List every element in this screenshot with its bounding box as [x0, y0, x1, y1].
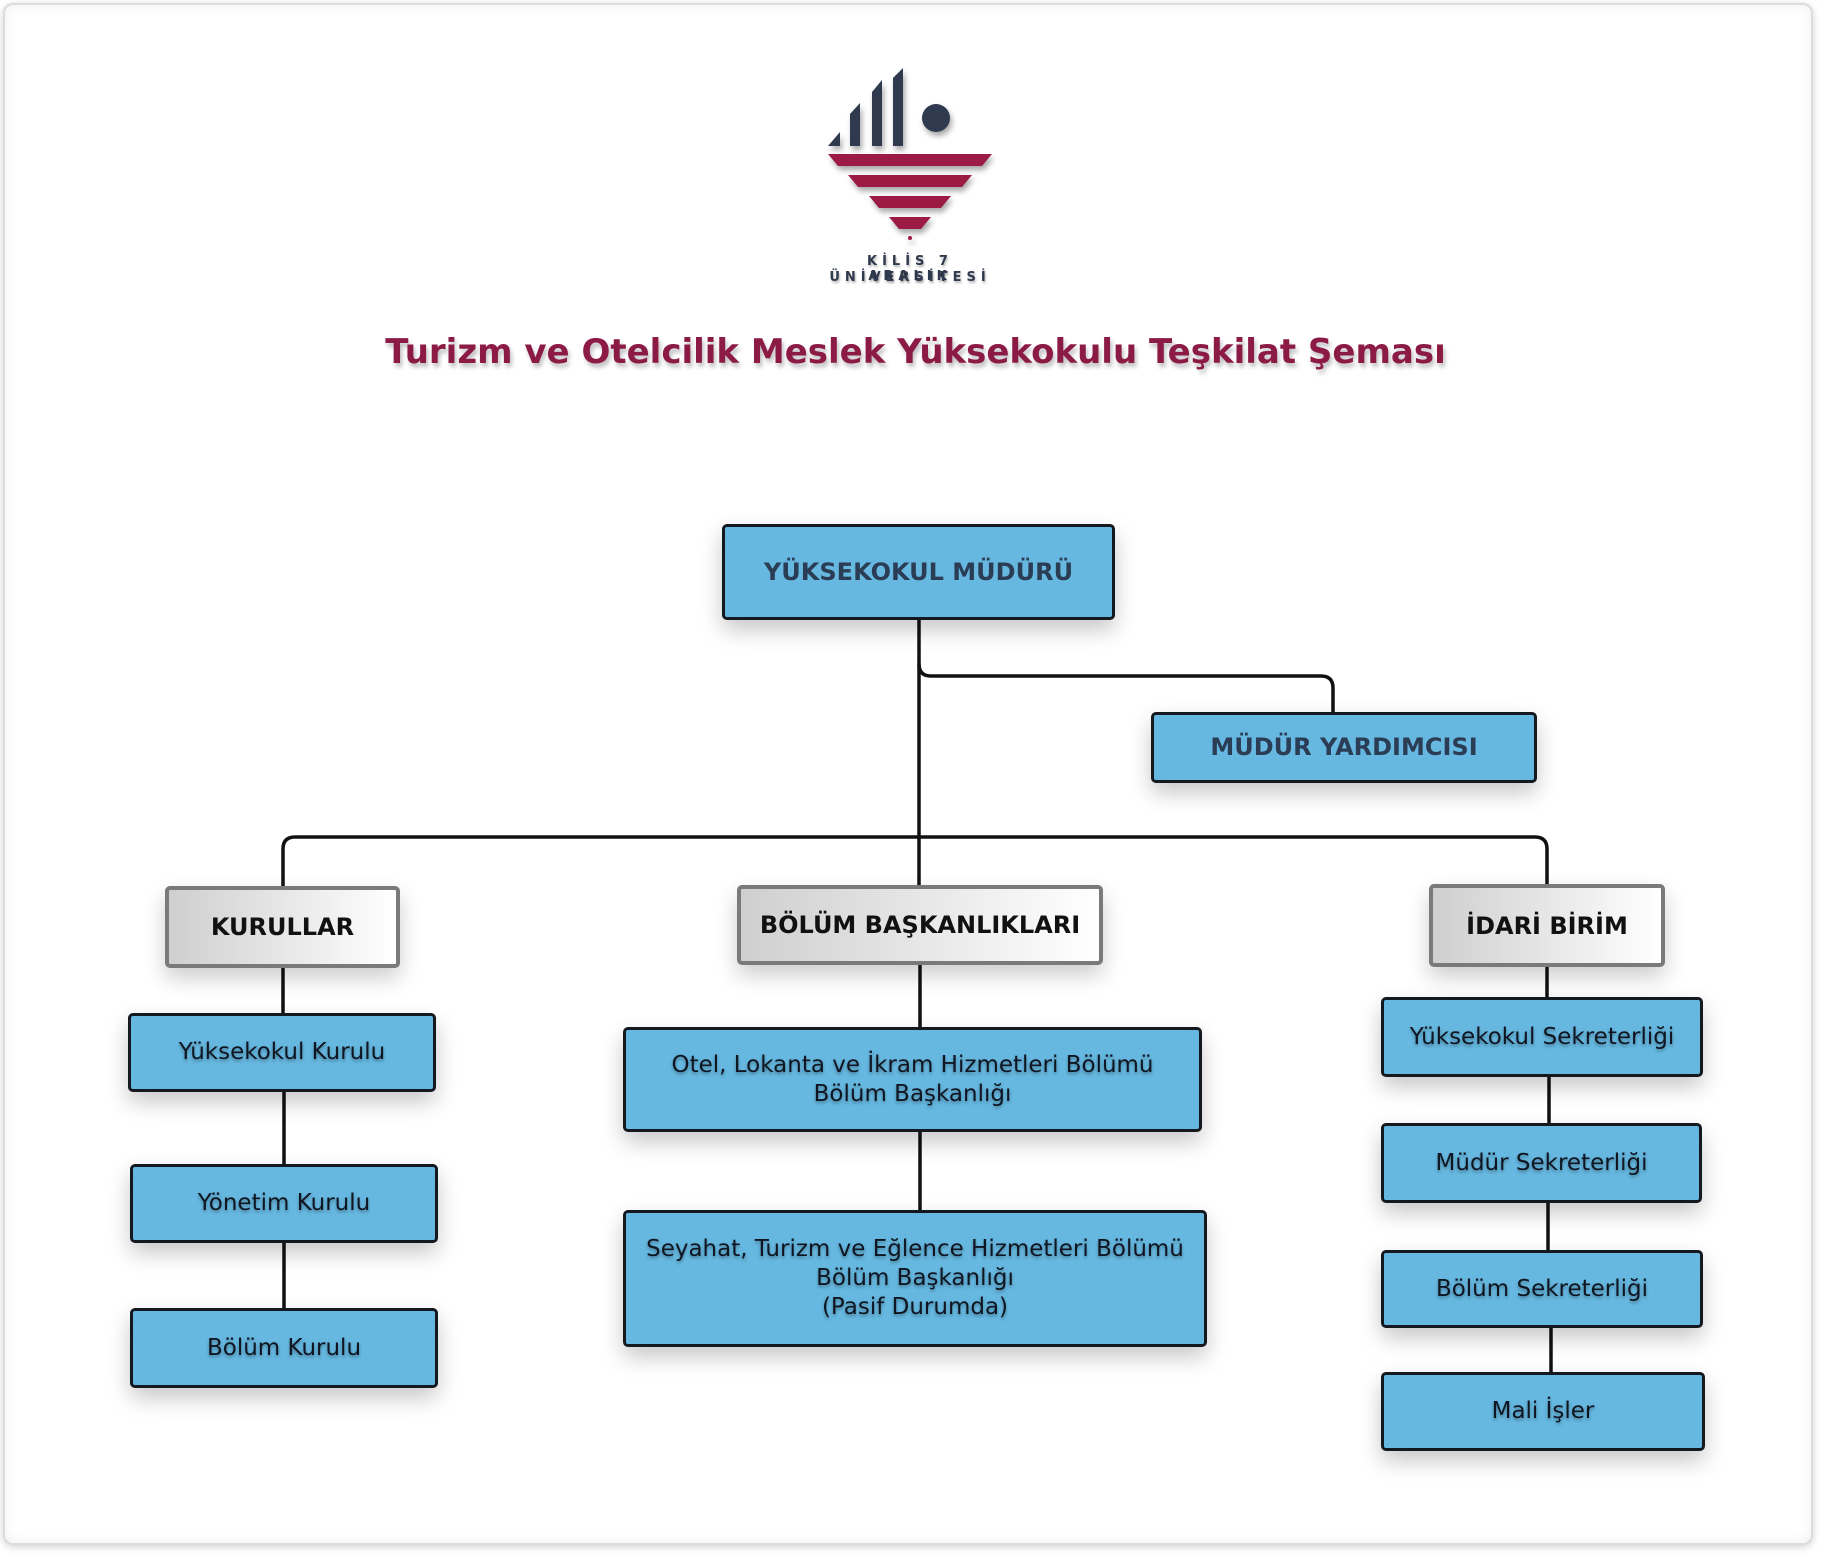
logo-text-line1: KİLİS 7 ARALIK [867, 254, 953, 284]
group-kurullar[interactable]: KURULLAR [165, 886, 400, 968]
connector-groups [281, 835, 1549, 888]
logo-stripe [889, 217, 931, 229]
university-logo: KİLİS 7 ARALIK ÜNİVERSİTESİ [826, 68, 994, 290]
logo-point [908, 236, 912, 240]
page-title: Turizm ve Otelcilik Meslek Yüksekokulu T… [385, 332, 1446, 372]
node-label-line: Otel, Lokanta ve İkram Hizmetleri Bölümü [671, 1051, 1154, 1078]
node-label: Yüksekokul Sekreterliği [1409, 1023, 1675, 1050]
node-yonetim-kurulu[interactable]: Yönetim Kurulu [130, 1164, 438, 1243]
node-label-line: Bölüm Başkanlığı [813, 1080, 1012, 1107]
logo-bar [872, 80, 882, 146]
node-deputy[interactable]: MÜDÜR YARDIMCISI [1151, 712, 1537, 783]
node-mudur-sekreterligi[interactable]: Müdür Sekreterliği [1381, 1123, 1702, 1203]
node-label: YÜKSEKOKUL MÜDÜRÜ [763, 557, 1074, 586]
node-root[interactable]: YÜKSEKOKUL MÜDÜRÜ [722, 524, 1115, 620]
logo-stripe [828, 154, 992, 166]
node-label: Mali İşler [1491, 1398, 1595, 1424]
node-seyahat-turizm-bolumu[interactable]: Seyahat, Turizm ve Eğlence Hizmetleri Bö… [623, 1210, 1207, 1347]
logo-bar [828, 132, 840, 146]
logo-bar [893, 68, 903, 146]
node-bolum-kurulu[interactable]: Bölüm Kurulu [130, 1308, 438, 1388]
logo-mark-icon [828, 68, 992, 240]
logo-dot [922, 104, 950, 132]
node-label: Bölüm Kurulu [206, 1334, 362, 1361]
group-label: İDARİ BİRİM [1466, 911, 1628, 940]
node-label: MÜDÜR YARDIMCISI [1210, 733, 1478, 761]
node-label: Müdür Sekreterliği [1435, 1149, 1648, 1176]
node-label-line: Seyahat, Turizm ve Eğlence Hizmetleri Bö… [646, 1236, 1184, 1262]
group-idari-birim[interactable]: İDARİ BİRİM [1429, 884, 1665, 967]
node-label-line: Bölüm Başkanlığı [816, 1265, 1014, 1291]
logo-text-line2: ÜNİVERSİTESİ [829, 270, 991, 285]
logo-stripe [848, 175, 972, 187]
group-label: BÖLÜM BAŞKANLIKLARI [759, 911, 1081, 939]
node-mali-isler[interactable]: Mali İşler [1381, 1372, 1705, 1451]
node-label: Yüksekokul Kurulu [178, 1039, 386, 1065]
node-otel-lokanta-bolumu[interactable]: Otel, Lokanta ve İkram Hizmetleri Bölümü… [623, 1027, 1202, 1132]
node-status-note: (Pasif Durumda) [821, 1294, 1009, 1320]
group-label: KURULLAR [210, 913, 355, 941]
node-yuksekokul-sekreterligi[interactable]: Yüksekokul Sekreterliği [1381, 997, 1703, 1077]
logo-stripe [869, 196, 951, 208]
node-bolum-sekreterligi[interactable]: Bölüm Sekreterliği [1381, 1250, 1703, 1328]
logo-bar [850, 103, 860, 146]
connector-deputy [917, 662, 1335, 714]
node-label: Bölüm Sekreterliği [1435, 1275, 1649, 1302]
group-bolum-baskanliklari[interactable]: BÖLÜM BAŞKANLIKLARI [737, 885, 1103, 965]
node-yuksekokul-kurulu[interactable]: Yüksekokul Kurulu [128, 1013, 436, 1092]
node-label: Yönetim Kurulu [197, 1190, 371, 1216]
